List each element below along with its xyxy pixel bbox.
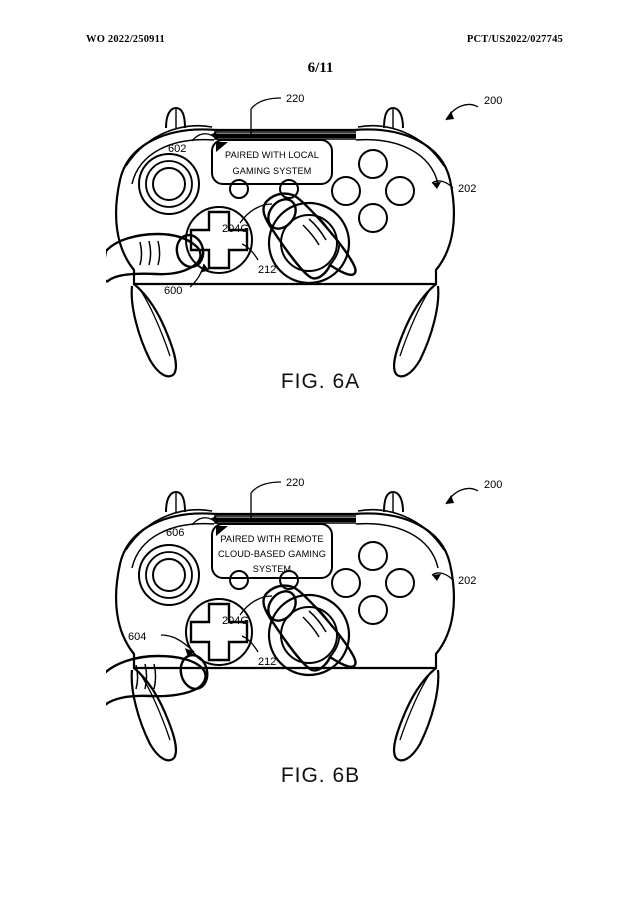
left-analog-stick-6b[interactable]	[137, 544, 200, 606]
bumper-left-6b	[124, 509, 212, 551]
controller-body-6a	[114, 128, 455, 286]
leader-202-6a: 202	[431, 180, 476, 195]
face-buttons-6a[interactable]	[330, 149, 415, 233]
ref-220-6b: 220	[286, 477, 304, 489]
leader-204g-6a: 204G	[222, 203, 272, 235]
ref-212-6a: 212	[258, 264, 276, 276]
face-button-b-6a	[384, 176, 415, 206]
leader-212-6b: 212	[241, 635, 276, 668]
grips-6b	[130, 667, 439, 762]
face-buttons-6b[interactable]	[330, 541, 415, 625]
menu-button-6b[interactable]	[278, 570, 299, 590]
face-button-a-6a	[357, 203, 388, 233]
bumper-right-6a	[357, 125, 445, 167]
right-thumb-6b	[261, 584, 357, 672]
controller-body-6b	[114, 512, 455, 670]
ref-202-6a: 202	[458, 183, 476, 195]
callout-line-1-6a: PAIRED WITH LOCAL	[225, 150, 319, 160]
ref-220-6a: 220	[286, 93, 304, 105]
ref-606-6b: 606	[166, 527, 184, 539]
ref-204g-6b: 204G	[222, 615, 249, 627]
leader-200-6a: 200	[444, 95, 502, 121]
ref-200-6b: 200	[484, 479, 502, 491]
left-thumb-6b	[105, 654, 208, 706]
figure-6b: 220 200	[0, 472, 641, 802]
page-header: WO 2022/250911 PCT/US2022/027745	[0, 34, 641, 50]
face-button-y-6b	[357, 541, 388, 571]
menu-button-6a[interactable]	[278, 179, 299, 199]
shell-seam-left-6b	[130, 522, 214, 569]
face-button-b-6b	[384, 568, 415, 598]
ref-600-6a: 600	[164, 285, 182, 297]
ref-602-6a: 602	[168, 143, 186, 155]
display-bar-6b	[213, 515, 356, 524]
right-thumb-6a	[261, 192, 357, 280]
callout-box-6b: PAIRED WITH REMOTE CLOUD-BASED GAMING SY…	[210, 523, 333, 579]
ref-212-6b: 212	[258, 656, 276, 668]
grips-6a	[130, 283, 439, 378]
trigger-right-6b	[382, 490, 404, 513]
controller-6b	[105, 490, 455, 762]
face-button-y-6a	[357, 149, 388, 179]
figure-6a: 220 200	[0, 88, 641, 408]
publication-number: WO 2022/250911	[86, 34, 165, 45]
view-button-6b[interactable]	[228, 570, 249, 590]
leader-202-6b: 202	[431, 572, 476, 587]
ref-202-6b: 202	[458, 575, 476, 587]
controller-6a	[105, 106, 455, 378]
shell-seam-left-6a	[130, 138, 214, 185]
leader-200-6b: 200	[444, 479, 502, 505]
bumper-right-6b	[357, 509, 445, 551]
ref-204g-6a: 204G	[222, 223, 249, 235]
trigger-right-6a	[382, 106, 404, 129]
sheet-number: 6/11	[307, 60, 334, 76]
face-button-x-6b	[330, 568, 361, 598]
figure-6a-drawing: 220 200	[105, 93, 502, 378]
shell-seam-right-6b	[355, 522, 439, 569]
trigger-left-6b	[164, 490, 186, 513]
view-button-6a[interactable]	[228, 179, 249, 199]
callout-line-2-6a: GAMING SYSTEM	[232, 166, 311, 176]
face-button-x-6a	[330, 176, 361, 206]
ref-200-6a: 200	[484, 95, 502, 107]
left-analog-stick-6a[interactable]	[137, 153, 200, 215]
figure-6b-drawing: 220 200	[105, 477, 502, 762]
leader-602-6a: 602	[168, 132, 218, 155]
callout-line-3-6b: SYSTEM	[252, 564, 290, 574]
dpad-6b[interactable]	[184, 598, 253, 666]
trigger-left-6a	[164, 106, 186, 129]
leader-600-6a: 600	[164, 263, 209, 297]
ref-604-6b: 604	[128, 631, 146, 643]
figure-6b-caption: FIG. 6B	[280, 764, 361, 787]
left-thumb-6a	[105, 232, 204, 283]
face-button-a-6b	[357, 595, 388, 625]
callout-line-2-6b: CLOUD-BASED GAMING	[218, 549, 326, 559]
figure-6a-caption: FIG. 6A	[280, 370, 361, 393]
leader-606-6b: 606	[166, 516, 218, 539]
display-bar-6a	[213, 131, 356, 140]
application-number: PCT/US2022/027745	[466, 34, 563, 45]
callout-line-1-6b: PAIRED WITH REMOTE	[220, 534, 323, 544]
shell-seam-right-6a	[355, 138, 439, 185]
leader-212-6a: 212	[241, 243, 276, 276]
leader-204g-6b: 204G	[222, 595, 272, 627]
bumper-left-6a	[124, 125, 212, 167]
leader-604-6b: 604	[128, 631, 194, 657]
callout-box-6a: PAIRED WITH LOCAL GAMING SYSTEM	[210, 139, 333, 185]
